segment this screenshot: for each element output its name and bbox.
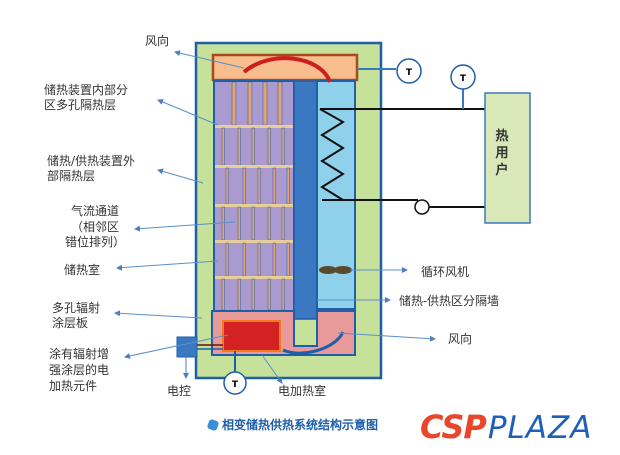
heat-exchanger-coil: [319, 108, 347, 201]
label-airflow-channel-1: 气流通道: [70, 204, 119, 218]
airflow-channel: [272, 167, 276, 205]
heater-element: [222, 320, 281, 352]
figure-caption: 相变储热供热系统结构示意图: [206, 416, 379, 433]
label-partition-wall: 储热-供热区分隔墙: [399, 294, 500, 308]
label-inner-insulation-1: 储热装置内部分: [44, 83, 129, 97]
airflow-arrow-bottom: [282, 331, 345, 355]
temperature-sensor-label: T: [406, 68, 413, 78]
circulation-fan-icon: [319, 266, 337, 274]
heat-user-char: 热: [495, 129, 509, 144]
insulation-layer: [215, 276, 293, 279]
heat-user-box: [484, 92, 531, 224]
label-wind-direction-top: 风向: [145, 34, 170, 48]
airflow-channel: [267, 206, 271, 241]
airflow-channel: [281, 278, 285, 311]
airflow-channel: [225, 242, 229, 277]
label-inner-insulation-2: 区多孔隔热层: [44, 98, 117, 112]
circulation-fan-blade: [334, 266, 352, 274]
temperature-sensor-label: T: [460, 74, 467, 84]
airflow-channel: [237, 127, 241, 166]
temperature-sensor-supply: [450, 64, 476, 90]
heat-user-label: 热 用 户: [484, 128, 520, 179]
label-airflow-channel-3: 错位排列）: [64, 235, 125, 249]
airflow-channel: [267, 127, 271, 166]
partition-wall: [293, 80, 318, 320]
airflow-channel: [286, 242, 290, 277]
insulation-layer: [215, 165, 293, 168]
airflow-channel: [242, 242, 246, 277]
airflow-channel: [262, 81, 268, 126]
label-circulation-fan: 循环风机: [421, 265, 470, 279]
heat-user-char: 户: [495, 163, 509, 178]
airflow-channel: [237, 278, 241, 311]
airflow-channel: [231, 81, 237, 126]
label-heating-element-3: 加热元件: [49, 379, 98, 393]
airflow-channel: [221, 127, 225, 166]
airflow-channel: [281, 206, 285, 241]
electric-control-box[interactable]: [176, 336, 198, 358]
airflow-channel: [257, 242, 261, 277]
storage-grid: [215, 81, 293, 311]
label-storage-chamber: 储热室: [64, 263, 101, 277]
airflow-channel: [272, 242, 276, 277]
logo-plaza: PLAZA: [487, 410, 593, 446]
airflow-channel: [257, 167, 261, 205]
airflow-channel: [251, 278, 255, 311]
insulation-layer: [215, 204, 293, 207]
logo-csp: CSP: [420, 408, 487, 446]
temperature-sensor-label: T: [232, 380, 239, 390]
temperature-sensor-heater: [223, 371, 247, 395]
label-radiant-plate-2: 涂层板: [52, 316, 89, 330]
label-radiant-plate-1: 多孔辐射: [52, 301, 101, 315]
airflow-channel: [251, 206, 255, 241]
airflow-channel: [286, 167, 290, 205]
label-airflow-channel-2: （相邻区: [70, 220, 119, 234]
airflow-channel: [267, 278, 271, 311]
heat-user-char: 用: [495, 146, 509, 161]
label-heating-chamber: 电加热室: [278, 384, 327, 398]
airflow-channel: [221, 278, 225, 311]
airflow-channel: [242, 167, 246, 205]
label-outer-insulation-2: 部隔热层: [47, 169, 96, 183]
label-outer-insulation-1: 储热/供热装置外: [47, 154, 136, 168]
airflow-channel: [281, 127, 285, 166]
caption-text: 相变储热供热系统结构示意图: [222, 418, 379, 432]
airflow-arrow-top: [242, 56, 332, 83]
label-heating-element-1: 涂有辐射增: [49, 347, 110, 361]
airflow-channel: [221, 206, 225, 241]
label-electric-control: 电控: [167, 384, 192, 398]
airflow-channel: [237, 206, 241, 241]
airflow-channel: [247, 81, 253, 126]
csp-plaza-logo: CSP PLAZA: [420, 408, 592, 446]
insulation-layer: [215, 125, 293, 128]
pump-icon: [414, 199, 430, 215]
label-heating-element-2: 强涂层的电: [49, 363, 110, 377]
caption-bullet-icon: [206, 418, 220, 431]
label-wind-direction-bottom: 风向: [448, 332, 473, 346]
airflow-channel: [251, 127, 255, 166]
leader-lines: [114, 50, 436, 384]
insulation-layer: [215, 240, 293, 243]
airflow-channel: [277, 81, 283, 126]
airflow-channel: [225, 167, 229, 205]
temperature-sensor-duct: [396, 58, 422, 84]
